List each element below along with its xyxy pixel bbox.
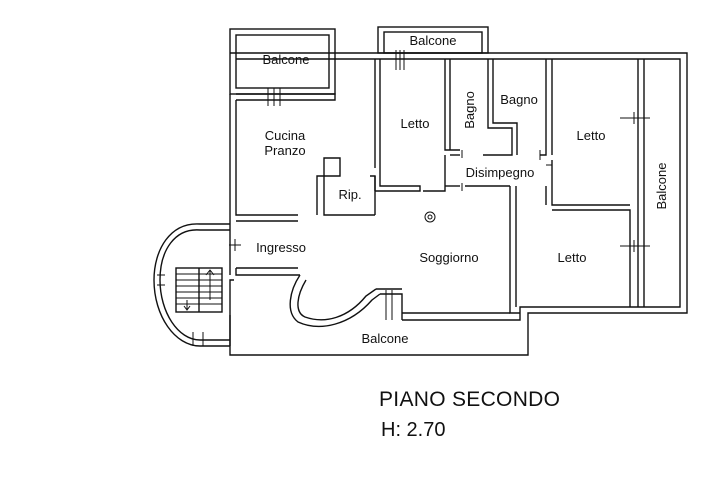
label-pranzo: Pranzo bbox=[264, 143, 305, 158]
label-balcone-top: Balcone bbox=[410, 33, 457, 48]
ceiling-light-icon bbox=[424, 211, 436, 223]
label-cucina: Cucina bbox=[265, 128, 306, 143]
label-soggiorno: Soggiorno bbox=[419, 250, 478, 265]
label-letto-3: Letto bbox=[558, 250, 587, 265]
label-balcone-bottom: Balcone bbox=[362, 331, 409, 346]
stair-treads bbox=[176, 269, 222, 311]
label-letto-1: Letto bbox=[401, 116, 430, 131]
label-ingresso: Ingresso bbox=[256, 240, 306, 255]
walls bbox=[153, 26, 688, 356]
label-bagno-2: Bagno bbox=[500, 92, 538, 107]
label-letto-2: Letto bbox=[577, 128, 606, 143]
ceiling-height: H: 2.70 bbox=[381, 419, 446, 441]
label-disimpegno: Disimpegno bbox=[466, 165, 535, 180]
floor-title: PIANO SECONDO bbox=[379, 388, 561, 411]
label-balcone-top-left: Balcone bbox=[263, 52, 310, 67]
label-balcone-right: Balcone bbox=[654, 163, 669, 210]
door-swings bbox=[461, 150, 552, 191]
label-ripostiglio: Rip. bbox=[338, 187, 361, 202]
label-bagno-vertical: Bagno bbox=[462, 91, 477, 129]
window-marks bbox=[157, 50, 650, 346]
